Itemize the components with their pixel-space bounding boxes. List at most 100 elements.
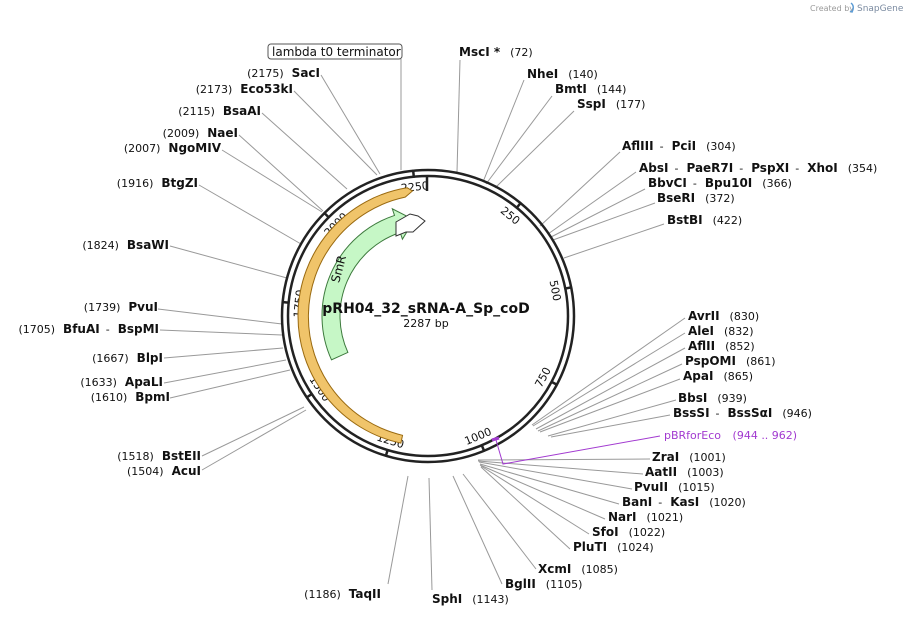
tick-mark [305, 392, 314, 399]
enzyme-name: PaeR7I [686, 161, 733, 175]
enzyme-name: BspMI [118, 322, 159, 336]
enzyme-name: Eco53kI [240, 82, 293, 96]
enzyme-leader-line [539, 151, 621, 227]
tick-label: 250 [498, 204, 522, 227]
enzyme-label-bstbi: BstBI(422) [667, 213, 742, 227]
enzyme-position: (2175) [247, 67, 284, 80]
tick-mark [281, 300, 290, 304]
tick-mark [550, 380, 559, 387]
enzyme-label-msci: MscI *(72) [459, 45, 533, 59]
enzyme-leader-line [479, 463, 620, 505]
tick-mark [480, 443, 486, 453]
enzyme-position: (865) [723, 370, 753, 383]
enzyme-label-pvui: (1739)PvuI [84, 300, 158, 314]
enzyme-position: (177) [616, 98, 646, 111]
enzyme-name: PspOMI [685, 354, 736, 368]
enzyme-label-apai: ApaI (865) [683, 369, 753, 383]
enzyme-separator: - [795, 162, 799, 175]
tick-label: 1000 [463, 425, 494, 448]
enzyme-position: (852) [725, 340, 755, 353]
enzyme-label-afliii: AflIII-PciI(304) [622, 139, 736, 153]
enzyme-position: (372) [705, 192, 735, 205]
enzyme-label-acui: (1504)AcuI [127, 464, 201, 478]
enzyme-name: XhoI [807, 161, 838, 175]
enzyme-leader-line [480, 466, 571, 550]
enzyme-position: (2173) [196, 83, 233, 96]
primer-range: (944 .. 962) [733, 429, 798, 442]
enzyme-label-xcmi: XcmI(1085) [538, 562, 618, 576]
enzyme-name: NgoMIV [168, 141, 221, 155]
enzyme-label-eco53ki: (2173) Eco53kI [196, 82, 293, 96]
smr-label: SmR [328, 254, 349, 284]
enzyme-label-bsteii: (1518)BstEII [117, 449, 201, 463]
enzyme-leader-line [387, 475, 409, 585]
enzyme-leader-line [563, 223, 665, 259]
enzyme-leader-line [537, 363, 683, 432]
enzyme-name: BbsI [678, 391, 707, 405]
enzyme-name: PspXI [751, 161, 789, 175]
enzyme-label-absi: AbsI-PaeR7I-PspXI-XhoI(354) [639, 161, 877, 175]
enzyme-leader-line [482, 79, 525, 183]
enzyme-label-alei: AleI (832) [688, 324, 754, 338]
enzyme-name: SacI [292, 66, 320, 80]
enzyme-label-naei: (2009)NaeI [163, 126, 238, 140]
enzyme-position: (832) [724, 325, 754, 338]
enzyme-leader-line [169, 245, 288, 279]
enzyme-name: TaqII [349, 587, 381, 601]
enzyme-label-ndei: NheI (140) [527, 67, 598, 81]
enzyme-label-sfoi: SfoI (1022) [592, 525, 665, 539]
enzyme-position: (1186) [304, 588, 341, 601]
enzyme-separator: - [674, 162, 678, 175]
enzyme-name: BssSI [673, 406, 710, 420]
enzyme-position: (1001) [689, 451, 726, 464]
enzyme-position: (1916) [117, 177, 154, 190]
enzyme-leader-line [531, 317, 686, 426]
enzyme-separator: - [106, 323, 110, 336]
enzyme-leader-line [201, 406, 305, 457]
enzyme-position: (861) [746, 355, 776, 368]
enzyme-name: SfoI [592, 525, 619, 539]
enzyme-name: ApaI [683, 369, 713, 383]
enzyme-label-aatii: AatII(1003) [645, 465, 724, 479]
enzyme-label-nari: NarI(1021) [608, 510, 683, 524]
snapgene-logo-icon [849, 2, 854, 13]
enzyme-position: (366) [762, 177, 792, 190]
enzyme-separator: - [658, 496, 662, 509]
feature-arc-orange [297, 187, 414, 444]
enzyme-position: (140) [568, 68, 598, 81]
enzyme-label-bani: BanI-KasI(1020) [622, 495, 746, 509]
enzyme-name: PvuI [128, 300, 158, 314]
enzyme-leader-line [550, 414, 671, 438]
enzyme-position: (939) [717, 392, 747, 405]
enzyme-name: BbvCI [648, 176, 687, 190]
enzyme-leader-line [547, 171, 637, 235]
enzyme-position: (1504) [127, 465, 164, 478]
enzyme-name: NheI [527, 67, 558, 81]
enzyme-label-zrai: ZraI(1001) [652, 450, 726, 464]
enzyme-position: (1015) [678, 481, 715, 494]
enzyme-leader-line [480, 465, 590, 535]
enzyme-position: (354) [848, 162, 878, 175]
enzyme-position: (1633) [80, 376, 117, 389]
enzyme-name: NaeI [207, 126, 238, 140]
tick-mark [322, 211, 331, 219]
enzyme-name: BstEII [162, 449, 201, 463]
enzyme-position: (1705) [18, 323, 55, 336]
enzyme-label-bbvci: BbvCI-Bpu10I(366) [648, 176, 792, 190]
enzyme-label-ngomiv: (2007)NgoMIV [124, 141, 222, 155]
enzyme-separator: - [693, 177, 697, 190]
enzyme-leader-line [238, 134, 324, 212]
enzyme-name: BfuAI [63, 322, 100, 336]
enzyme-name: SphI [432, 592, 462, 606]
enzyme-leader-line [452, 475, 503, 585]
enzyme-leader-line [479, 464, 606, 520]
enzyme-name: BssSαI [728, 406, 773, 420]
enzyme-separator: - [739, 162, 743, 175]
enzyme-name: KasI [670, 495, 699, 509]
plasmid-name: pRH04_32_sRNA-A_Sp_coD [322, 301, 529, 317]
terminator-arrow-icon [395, 213, 426, 237]
enzyme-leader-line [535, 347, 686, 430]
enzyme-name: AleI [688, 324, 714, 338]
enzyme-position: (1022) [629, 526, 666, 539]
